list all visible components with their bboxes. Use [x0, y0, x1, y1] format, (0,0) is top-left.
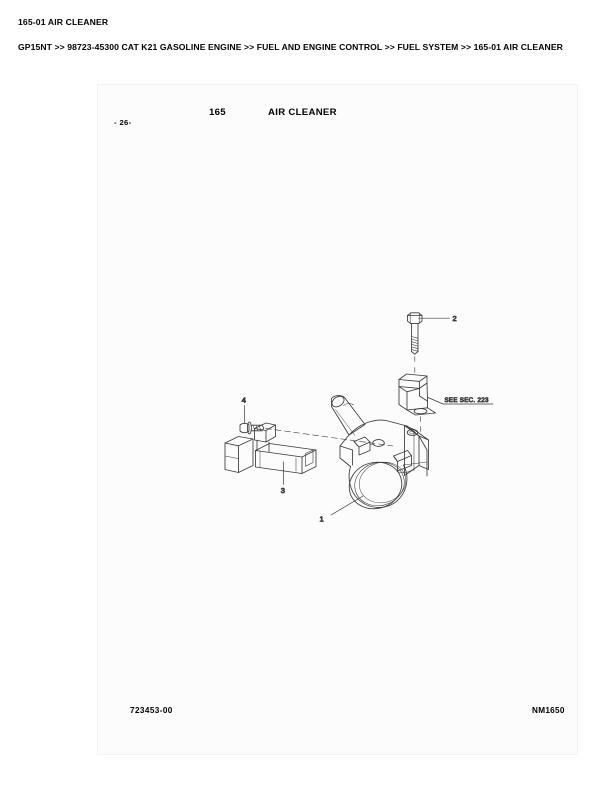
footer-figure-code: NM1650	[532, 706, 565, 715]
breadcrumb: GP15NT >> 98723-45300 CAT K21 GASOLINE E…	[18, 42, 563, 52]
callout-2: 2	[418, 313, 457, 323]
callout-label-3: 3	[281, 486, 285, 495]
section-title: AIR CLEANER	[268, 107, 337, 118]
callout-3: 3	[280, 461, 285, 495]
part-air-cleaner-hose-item1	[331, 395, 429, 510]
callout-4: 4	[241, 395, 246, 423]
callout-label-4: 4	[242, 396, 246, 405]
callout-label-1: 1	[320, 515, 324, 524]
section-reference-callout: SEE SEC. 223	[427, 397, 494, 405]
part-screw-item4	[239, 421, 265, 435]
callout-label-2: 2	[453, 314, 457, 323]
part-bracket-sec223	[398, 373, 436, 434]
page-number: - 26-	[114, 118, 132, 127]
section-number: 165	[209, 107, 226, 118]
assembly-centerline	[265, 428, 394, 447]
part-clamp-item3	[224, 422, 317, 474]
section-reference-label: SEE SEC. 223	[445, 397, 489, 404]
diagram-frame	[97, 84, 578, 755]
footer-document-number: 723453-00	[130, 706, 173, 715]
callout-1: 1	[319, 495, 364, 524]
page-title: 165-01 AIR CLEANER	[18, 17, 109, 27]
parts-illustration: 2 SEE SEC. 223	[97, 84, 578, 755]
part-bolt-item2	[407, 312, 423, 376]
